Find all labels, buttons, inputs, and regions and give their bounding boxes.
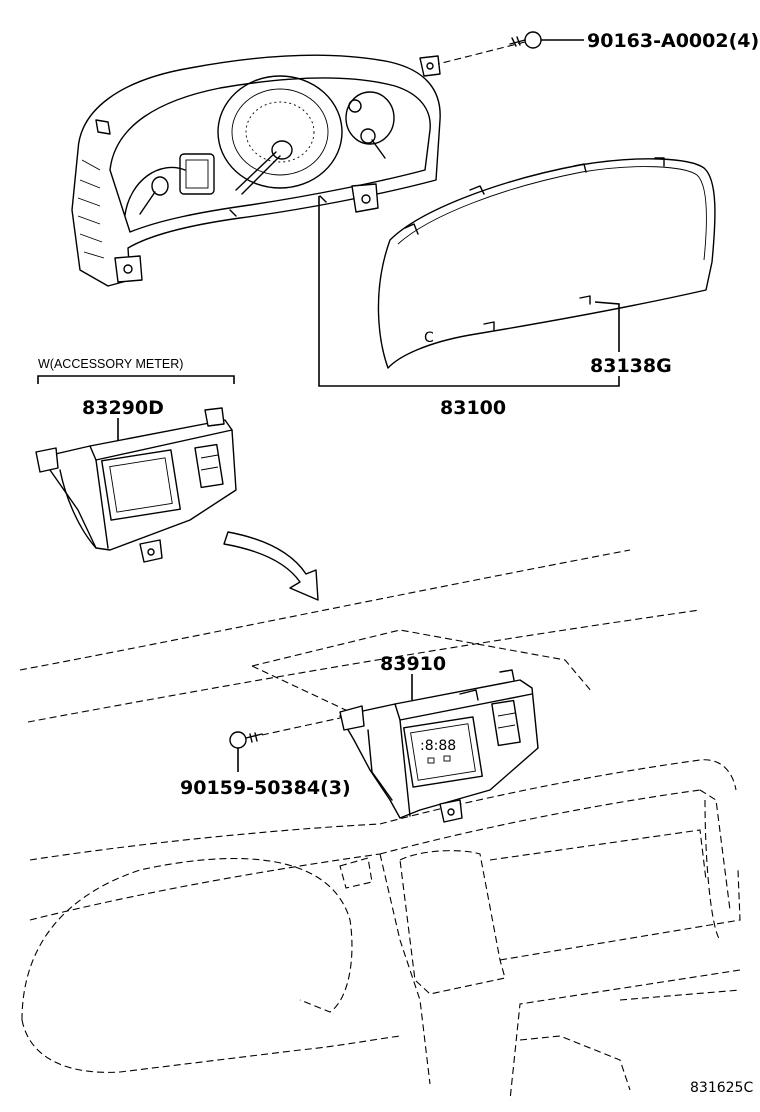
meter-cover-glass: C: [377, 157, 716, 369]
part-label-83138g: 83138G: [590, 355, 672, 377]
screw-bottom-icon: [229, 731, 263, 749]
part-label-83290d: 83290D: [82, 397, 164, 419]
combination-meter-cluster: [71, 54, 441, 287]
accessory-meter-unit: [35, 407, 237, 563]
accessory-meter-note: W(ACCESSORY METER): [38, 357, 183, 371]
install-direction-arrow-icon: [223, 531, 319, 601]
clock-display-text: :8:88: [420, 738, 456, 754]
part-label-90159-50384: 90159-50384(3): [180, 777, 351, 799]
part-label-83910: 83910: [380, 653, 446, 675]
cover-glyph: C: [424, 330, 434, 346]
clock-unit: :8:88: [339, 669, 539, 823]
figure-reference-number: 831625C: [690, 1080, 753, 1096]
part-label-90163-a0002: 90163-A0002(4): [587, 30, 759, 52]
dashboard-outline: [19, 549, 741, 1101]
screw-top-icon: [509, 31, 542, 49]
part-label-83100: 83100: [440, 397, 506, 419]
